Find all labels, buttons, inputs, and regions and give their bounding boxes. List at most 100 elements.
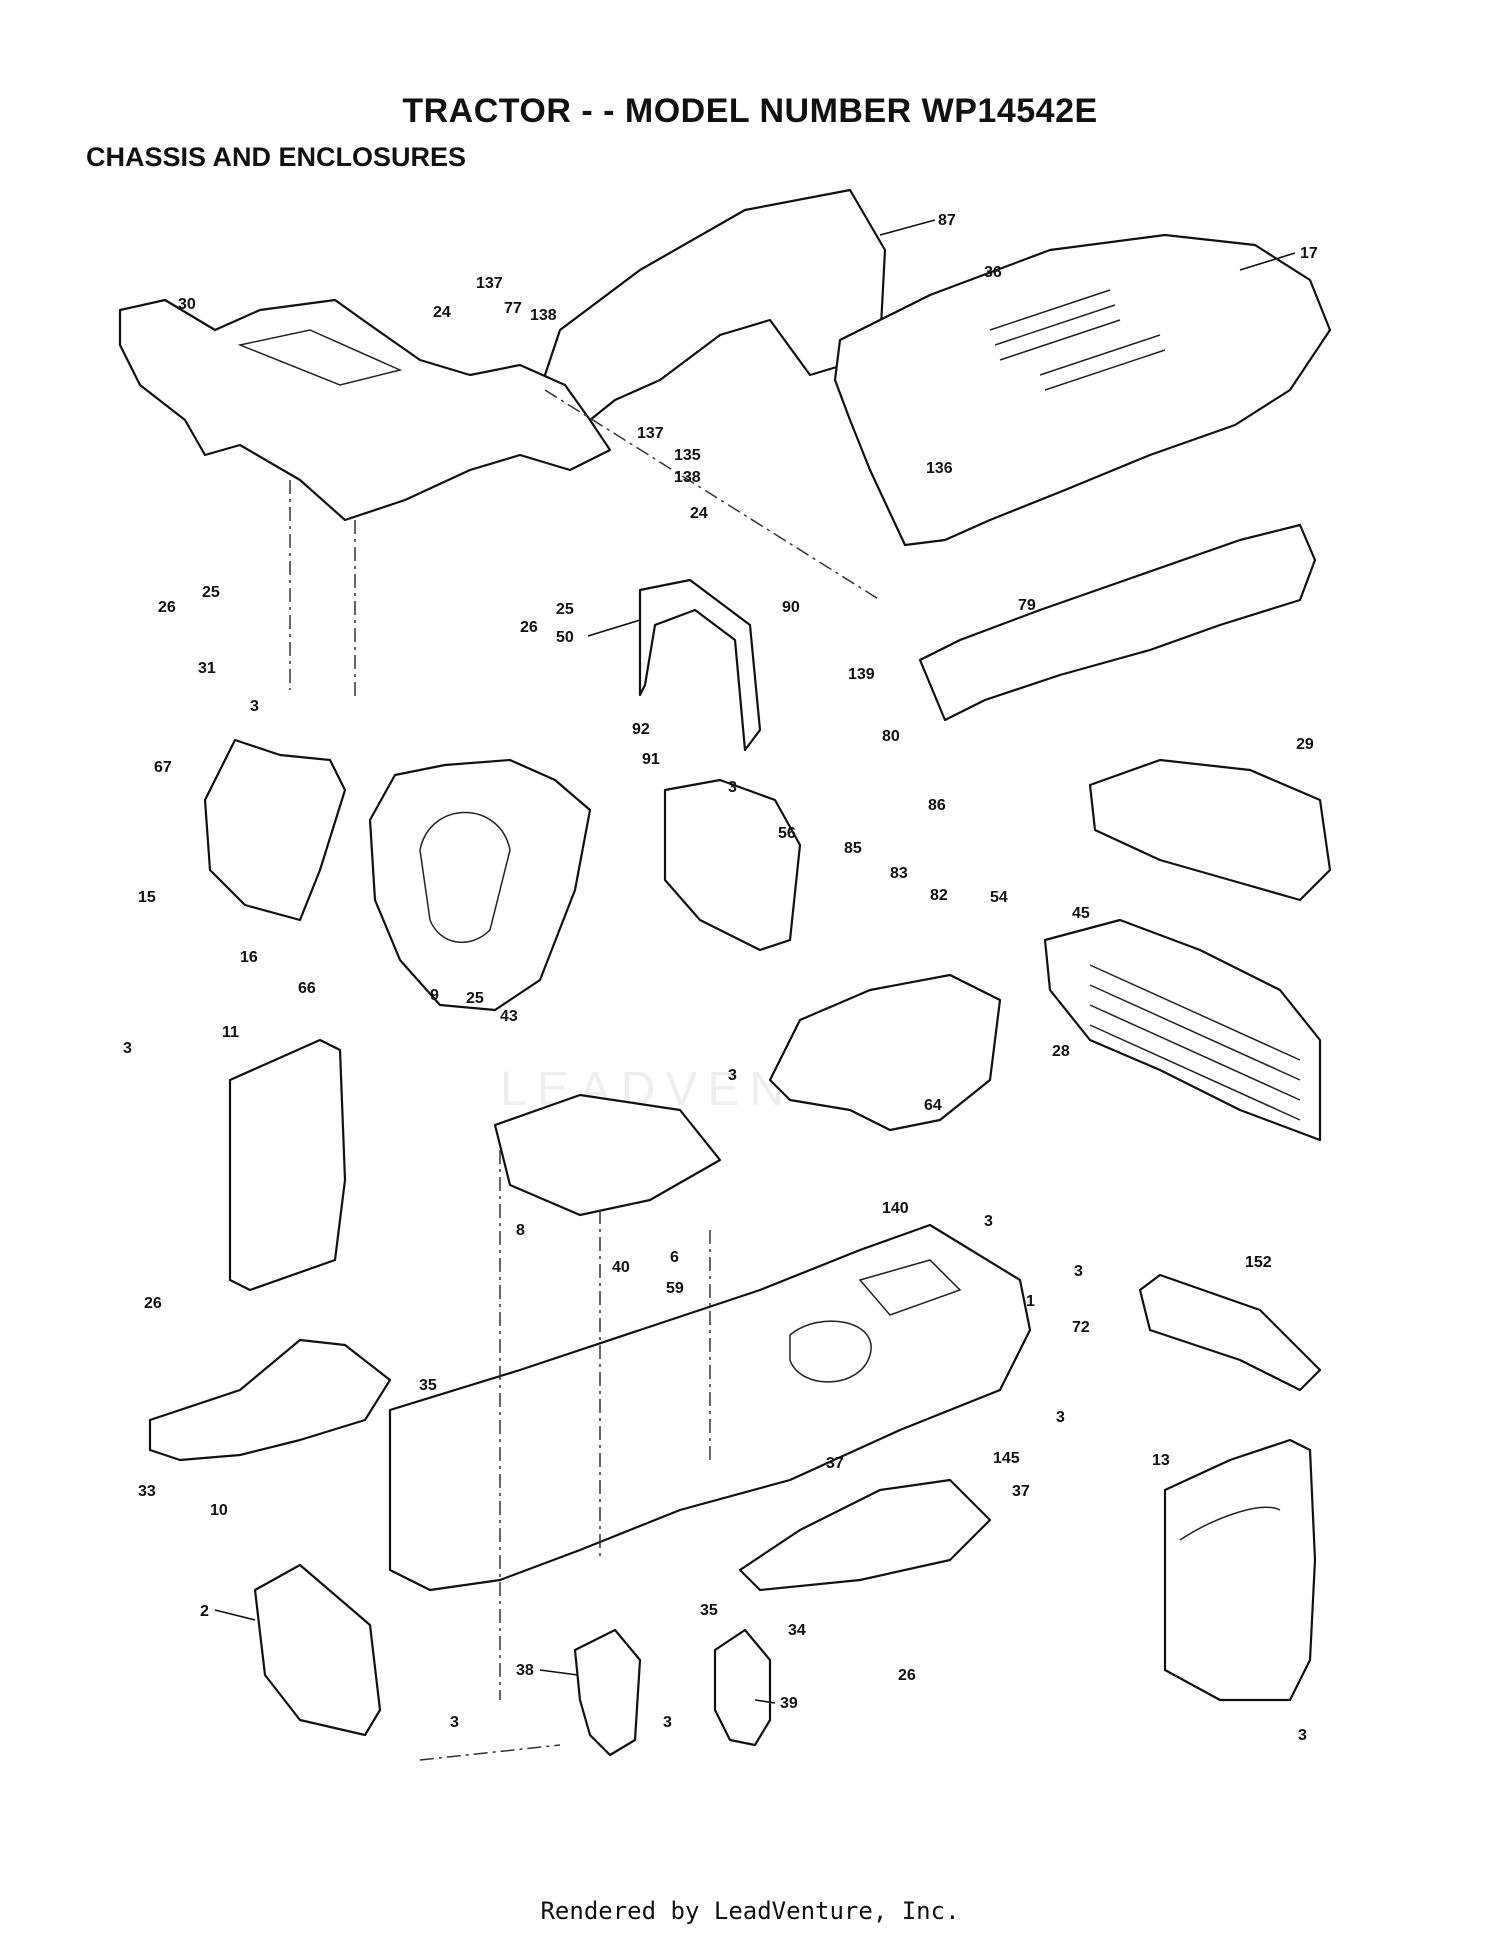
- callout-40: 40: [612, 1259, 630, 1276]
- callout-91: 91: [642, 751, 660, 768]
- part-34-plate: [738, 1478, 992, 1592]
- part-64-frame: [768, 973, 1002, 1132]
- callout-85: 85: [844, 840, 862, 857]
- callout-24-b: 24: [690, 505, 708, 522]
- callout-2: 2: [200, 1603, 209, 1620]
- callout-37-b: 37: [1012, 1483, 1030, 1500]
- callout-35: 35: [419, 1377, 437, 1394]
- hood-vents: [989, 289, 1166, 391]
- part-13-side-plate: [1163, 1438, 1317, 1702]
- callout-3-g: 3: [1056, 1409, 1065, 1426]
- callout-37: 37: [826, 1455, 844, 1472]
- callout-90: 90: [782, 599, 800, 616]
- callout-80: 80: [882, 728, 900, 745]
- callout-3-d: 3: [728, 1067, 737, 1084]
- part-11-side-plate: [228, 1038, 347, 1292]
- callout-33: 33: [138, 1483, 156, 1500]
- callout-82: 82: [930, 887, 948, 904]
- part-17-hood: [833, 233, 1332, 547]
- callout-64: 64: [924, 1097, 942, 1114]
- callout-137: 137: [476, 275, 503, 292]
- section-subtitle: CHASSIS AND ENCLOSURES: [86, 142, 467, 172]
- callout-43: 43: [500, 1008, 518, 1025]
- fender-seat-plate: [237, 329, 403, 386]
- callout-87: 87: [938, 212, 956, 229]
- console-opening: [419, 811, 511, 944]
- callout-66: 66: [298, 980, 316, 997]
- callout-3-e: 3: [984, 1213, 993, 1230]
- part-callouts: 87 17 36 30 137 77 138 24 137 135 138 13…: [123, 212, 1318, 1744]
- callout-59: 59: [666, 1280, 684, 1297]
- frame-top-opening: [858, 1259, 962, 1316]
- callout-56: 56: [778, 825, 796, 842]
- callout-152: 152: [1245, 1254, 1272, 1271]
- part-72-bracket: [1138, 1273, 1322, 1392]
- callout-36: 36: [984, 264, 1002, 281]
- callout-3-a: 3: [250, 698, 259, 715]
- callout-28: 28: [1052, 1043, 1070, 1060]
- callout-26-c: 26: [144, 1295, 162, 1312]
- callout-24: 24: [433, 304, 451, 321]
- callout-145: 145: [993, 1450, 1020, 1467]
- callout-17: 17: [1300, 245, 1318, 262]
- callout-54: 54: [990, 889, 1008, 906]
- plate-13-slot: [1179, 1506, 1281, 1541]
- callout-138-b: 138: [674, 469, 701, 486]
- callout-79: 79: [1018, 597, 1036, 614]
- callout-67: 67: [154, 759, 172, 776]
- callout-30: 30: [178, 296, 196, 313]
- callout-39: 39: [780, 1695, 798, 1712]
- callout-83: 83: [890, 865, 908, 882]
- callout-138: 138: [530, 307, 557, 324]
- callout-77: 77: [504, 300, 522, 317]
- part-38-bracket: [573, 1628, 642, 1757]
- callout-3-h: 3: [450, 1714, 459, 1731]
- callout-25: 25: [202, 584, 220, 601]
- callout-26: 26: [158, 599, 176, 616]
- part-1-main-frame: [388, 1223, 1032, 1592]
- part-50-bracket: [638, 578, 762, 752]
- part-39-bracket: [713, 1628, 772, 1747]
- callout-38: 38: [516, 1662, 534, 1679]
- callout-35-b: 35: [700, 1602, 718, 1619]
- callout-139: 139: [848, 666, 875, 683]
- callout-31: 31: [198, 660, 216, 677]
- callout-8: 8: [516, 1222, 525, 1239]
- callout-3-i: 3: [663, 1714, 672, 1731]
- callout-50: 50: [556, 629, 574, 646]
- callout-15: 15: [138, 889, 156, 906]
- grille-slats: [1089, 964, 1301, 1121]
- callout-13: 13: [1152, 1452, 1170, 1469]
- part-86-side-panel: [918, 523, 1317, 722]
- part-2-plate: [253, 1563, 382, 1737]
- callout-29: 29: [1296, 736, 1314, 753]
- page-title: TRACTOR - - MODEL NUMBER WP14542E: [402, 92, 1098, 130]
- callout-1: 1: [1026, 1293, 1035, 1310]
- callout-3-j: 3: [1298, 1727, 1307, 1744]
- callout-3-f: 3: [1074, 1263, 1083, 1280]
- frame-rear-opening: [789, 1320, 872, 1383]
- callout-140: 140: [882, 1200, 909, 1217]
- callout-3-c: 3: [123, 1040, 132, 1057]
- part-33-plate: [148, 1338, 392, 1462]
- callout-9: 9: [430, 987, 439, 1004]
- callout-92: 92: [632, 721, 650, 738]
- assembly-lines: [289, 389, 881, 1761]
- part-6-plate: [493, 1093, 722, 1217]
- callout-6: 6: [670, 1249, 679, 1266]
- callout-3-b: 3: [728, 779, 737, 796]
- part-87-dash-panel: [543, 188, 887, 442]
- part-56-plate: [663, 778, 802, 952]
- callout-72: 72: [1072, 1319, 1090, 1336]
- footer-credit: Rendered by LeadVenture, Inc.: [540, 1897, 960, 1925]
- callout-16: 16: [240, 949, 258, 966]
- callout-11: 11: [222, 1024, 239, 1041]
- part-30-rear-fender: [118, 298, 612, 522]
- part-66-plate: [203, 738, 347, 922]
- callout-86: 86: [928, 797, 946, 814]
- callout-26-d: 26: [898, 1667, 916, 1684]
- callout-135: 135: [674, 447, 701, 464]
- callout-34: 34: [788, 1622, 806, 1639]
- callout-26-b: 26: [520, 619, 538, 636]
